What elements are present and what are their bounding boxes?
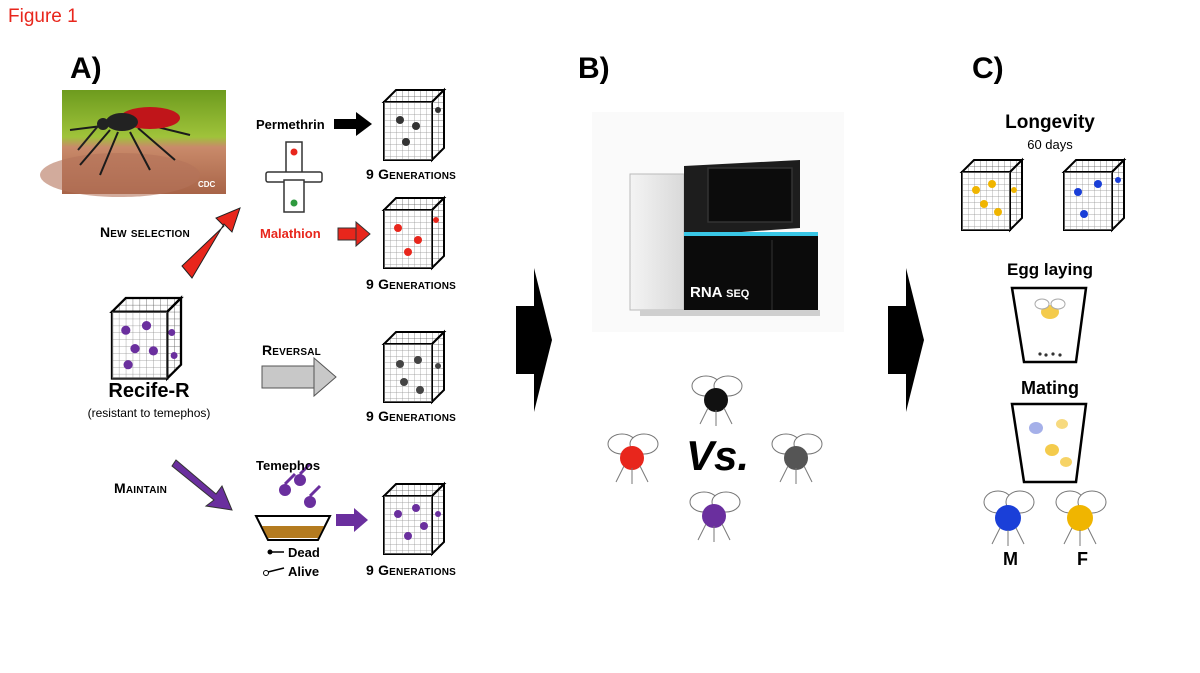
longevity-cube-blue: [1063, 159, 1125, 231]
permethrin-cube: [383, 89, 445, 161]
malathion-label: Malathion: [260, 226, 321, 241]
egg-laying-label: Egg laying: [1007, 260, 1093, 279]
longevity-cube-yellow: [961, 159, 1023, 231]
temephos-drops-icon: [279, 462, 322, 508]
egg-laying-cup-icon: [1010, 286, 1088, 364]
big-arrow-b-to-c: [888, 268, 924, 412]
permethrin-arrow: [334, 112, 372, 136]
fly-red: [607, 433, 659, 484]
mating-label: Mating: [1021, 378, 1079, 398]
reversal-arrow: [261, 356, 337, 398]
mating-cup-icon: [1010, 402, 1088, 484]
fly-grey: [771, 433, 823, 484]
generations-maintain: 9 Generations: [366, 562, 456, 578]
temephos-label: Temephos: [256, 458, 321, 473]
maintain-cube: [383, 483, 445, 555]
mosquito-photo: [40, 90, 226, 197]
panel-c-label: C): [972, 52, 1004, 85]
sequencer-machine: [592, 112, 844, 332]
new-selection-label: New selection: [100, 224, 190, 240]
fly-purple: [689, 491, 741, 542]
vs-label: Vs.: [686, 432, 750, 479]
fly-male-blue: [983, 490, 1035, 546]
longevity-label: Longevity: [1005, 112, 1095, 133]
reversal-label: Reversal: [262, 342, 321, 358]
malathion-arrow: [337, 220, 371, 248]
figure-label: Figure 1: [8, 6, 78, 27]
generations-malathion: 9 Generations: [366, 276, 456, 292]
maintain-arrow: [171, 459, 233, 511]
big-arrow-a-to-b: [516, 268, 552, 412]
reversal-cube: [383, 331, 445, 403]
larvae-tray-icon: [254, 515, 332, 576]
duration-label: 60 days: [1027, 137, 1073, 152]
permethrin-label: Permethrin: [256, 117, 325, 132]
malathion-cube: [383, 197, 445, 269]
fly-female-yellow: [1055, 490, 1107, 546]
strain-note: (resistant to temephos): [87, 406, 211, 420]
maintain-label: Maintain: [114, 480, 168, 496]
recife-cube: [110, 296, 183, 380]
generations-reversal: 9 Generations: [366, 408, 456, 424]
maintain-small-arrow: [336, 508, 368, 532]
strain-name: Recife-R: [108, 380, 190, 402]
new-selection-arrow: [181, 207, 241, 279]
rna-seq-label: RNA seq: [690, 284, 750, 301]
dead-label: Dead: [288, 545, 320, 560]
photo-credit: CDC: [198, 180, 216, 189]
panel-a-label: A): [70, 52, 102, 85]
generations-permethrin: 9 Generations: [366, 166, 456, 182]
panel-b-label: B): [578, 52, 610, 85]
bioassay-tube-icon: [265, 141, 323, 213]
female-label: F: [1077, 549, 1088, 569]
fly-black: [691, 375, 743, 426]
alive-label: Alive: [288, 564, 320, 579]
male-label: M: [1003, 549, 1018, 569]
